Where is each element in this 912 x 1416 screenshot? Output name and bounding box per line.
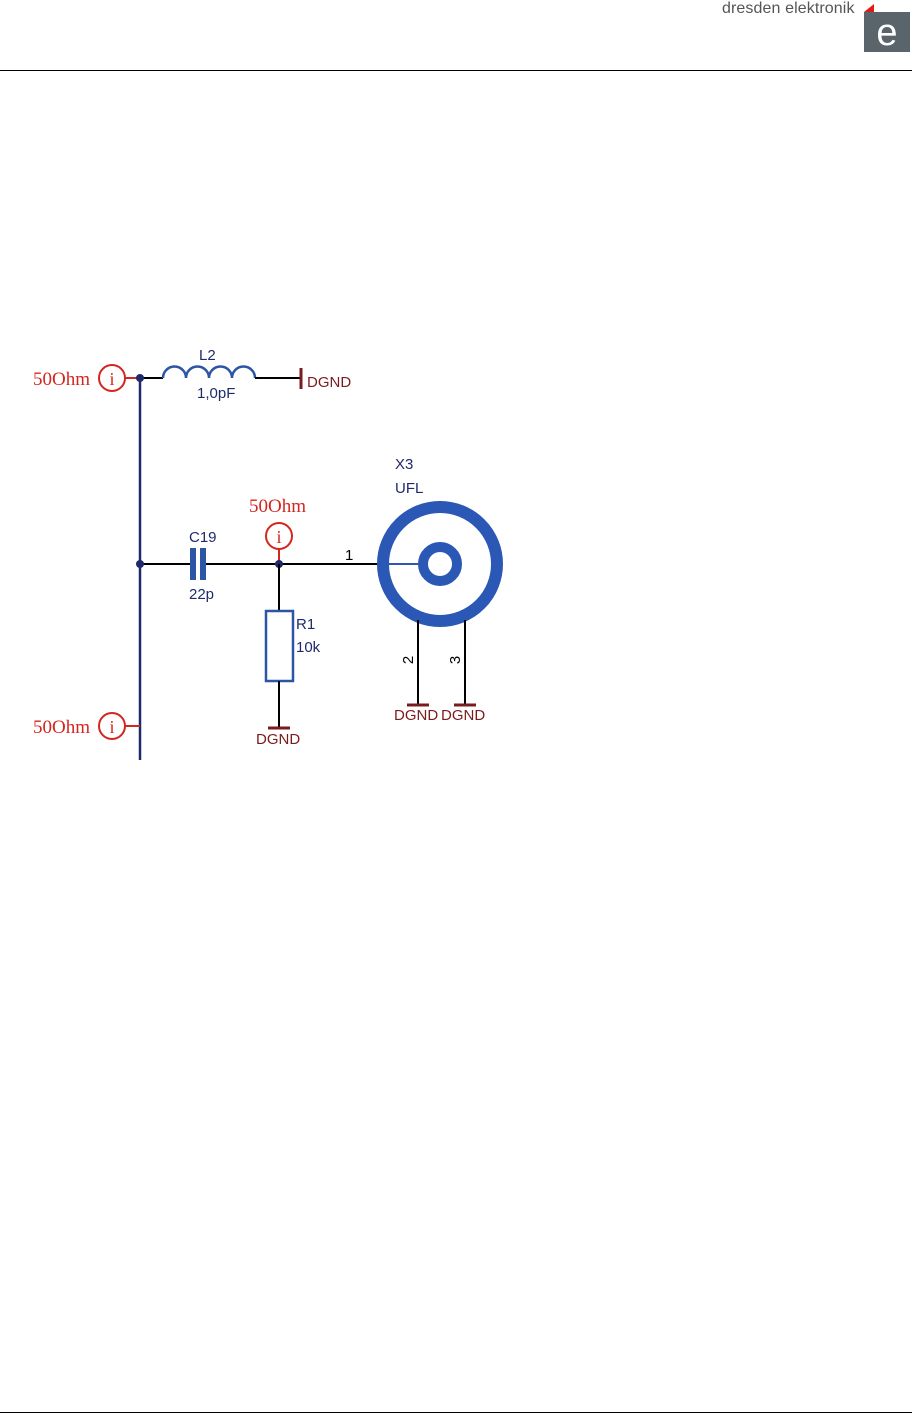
capacitor-plate-right [200, 548, 206, 580]
connector-center-pin-icon [423, 547, 457, 581]
capacitor-plate-left [190, 548, 196, 580]
resistor-name: R1 [296, 616, 315, 633]
net-marker-bottom-glyph: i [109, 717, 114, 737]
resistor-r1-symbol [266, 611, 293, 681]
connector-pin2-label: 2 [400, 656, 417, 664]
inductor-name: L2 [199, 347, 216, 364]
resistor-ground-label: DGND [256, 731, 300, 748]
net-marker-middle-glyph: i [276, 527, 281, 547]
junction-top [136, 374, 144, 382]
connector-pin1-label: 1 [345, 547, 353, 564]
pin2-ground-label: DGND [394, 707, 438, 724]
net-marker-top-glyph: i [109, 369, 114, 389]
net-label-top: 50Ohm [33, 369, 90, 390]
capacitor-value: 22p [189, 586, 214, 603]
junction-middle [136, 560, 144, 568]
pin3-ground-label: DGND [441, 707, 485, 724]
connector-name: X3 [395, 456, 413, 473]
connector-value: UFL [395, 480, 423, 497]
resistor-value: 10k [296, 639, 321, 656]
capacitor-name: C19 [189, 529, 217, 546]
footer-rule [0, 1412, 912, 1413]
net-label-middle: 50Ohm [249, 496, 306, 517]
net-label-bottom: 50Ohm [33, 717, 90, 738]
inductor-value: 1,0pF [197, 385, 235, 402]
inductor-l2-symbol [163, 367, 255, 379]
inductor-ground-label: DGND [307, 374, 351, 391]
connector-pin3-label: 3 [447, 656, 464, 664]
